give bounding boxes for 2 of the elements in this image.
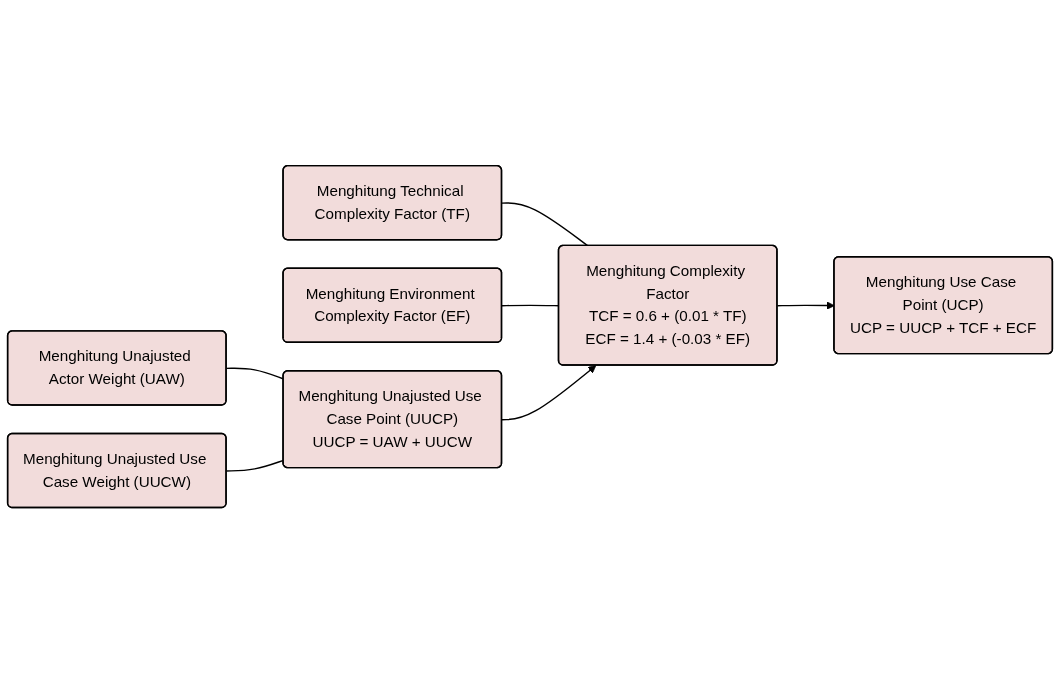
arrow <box>501 365 597 421</box>
connector <box>501 202 589 247</box>
